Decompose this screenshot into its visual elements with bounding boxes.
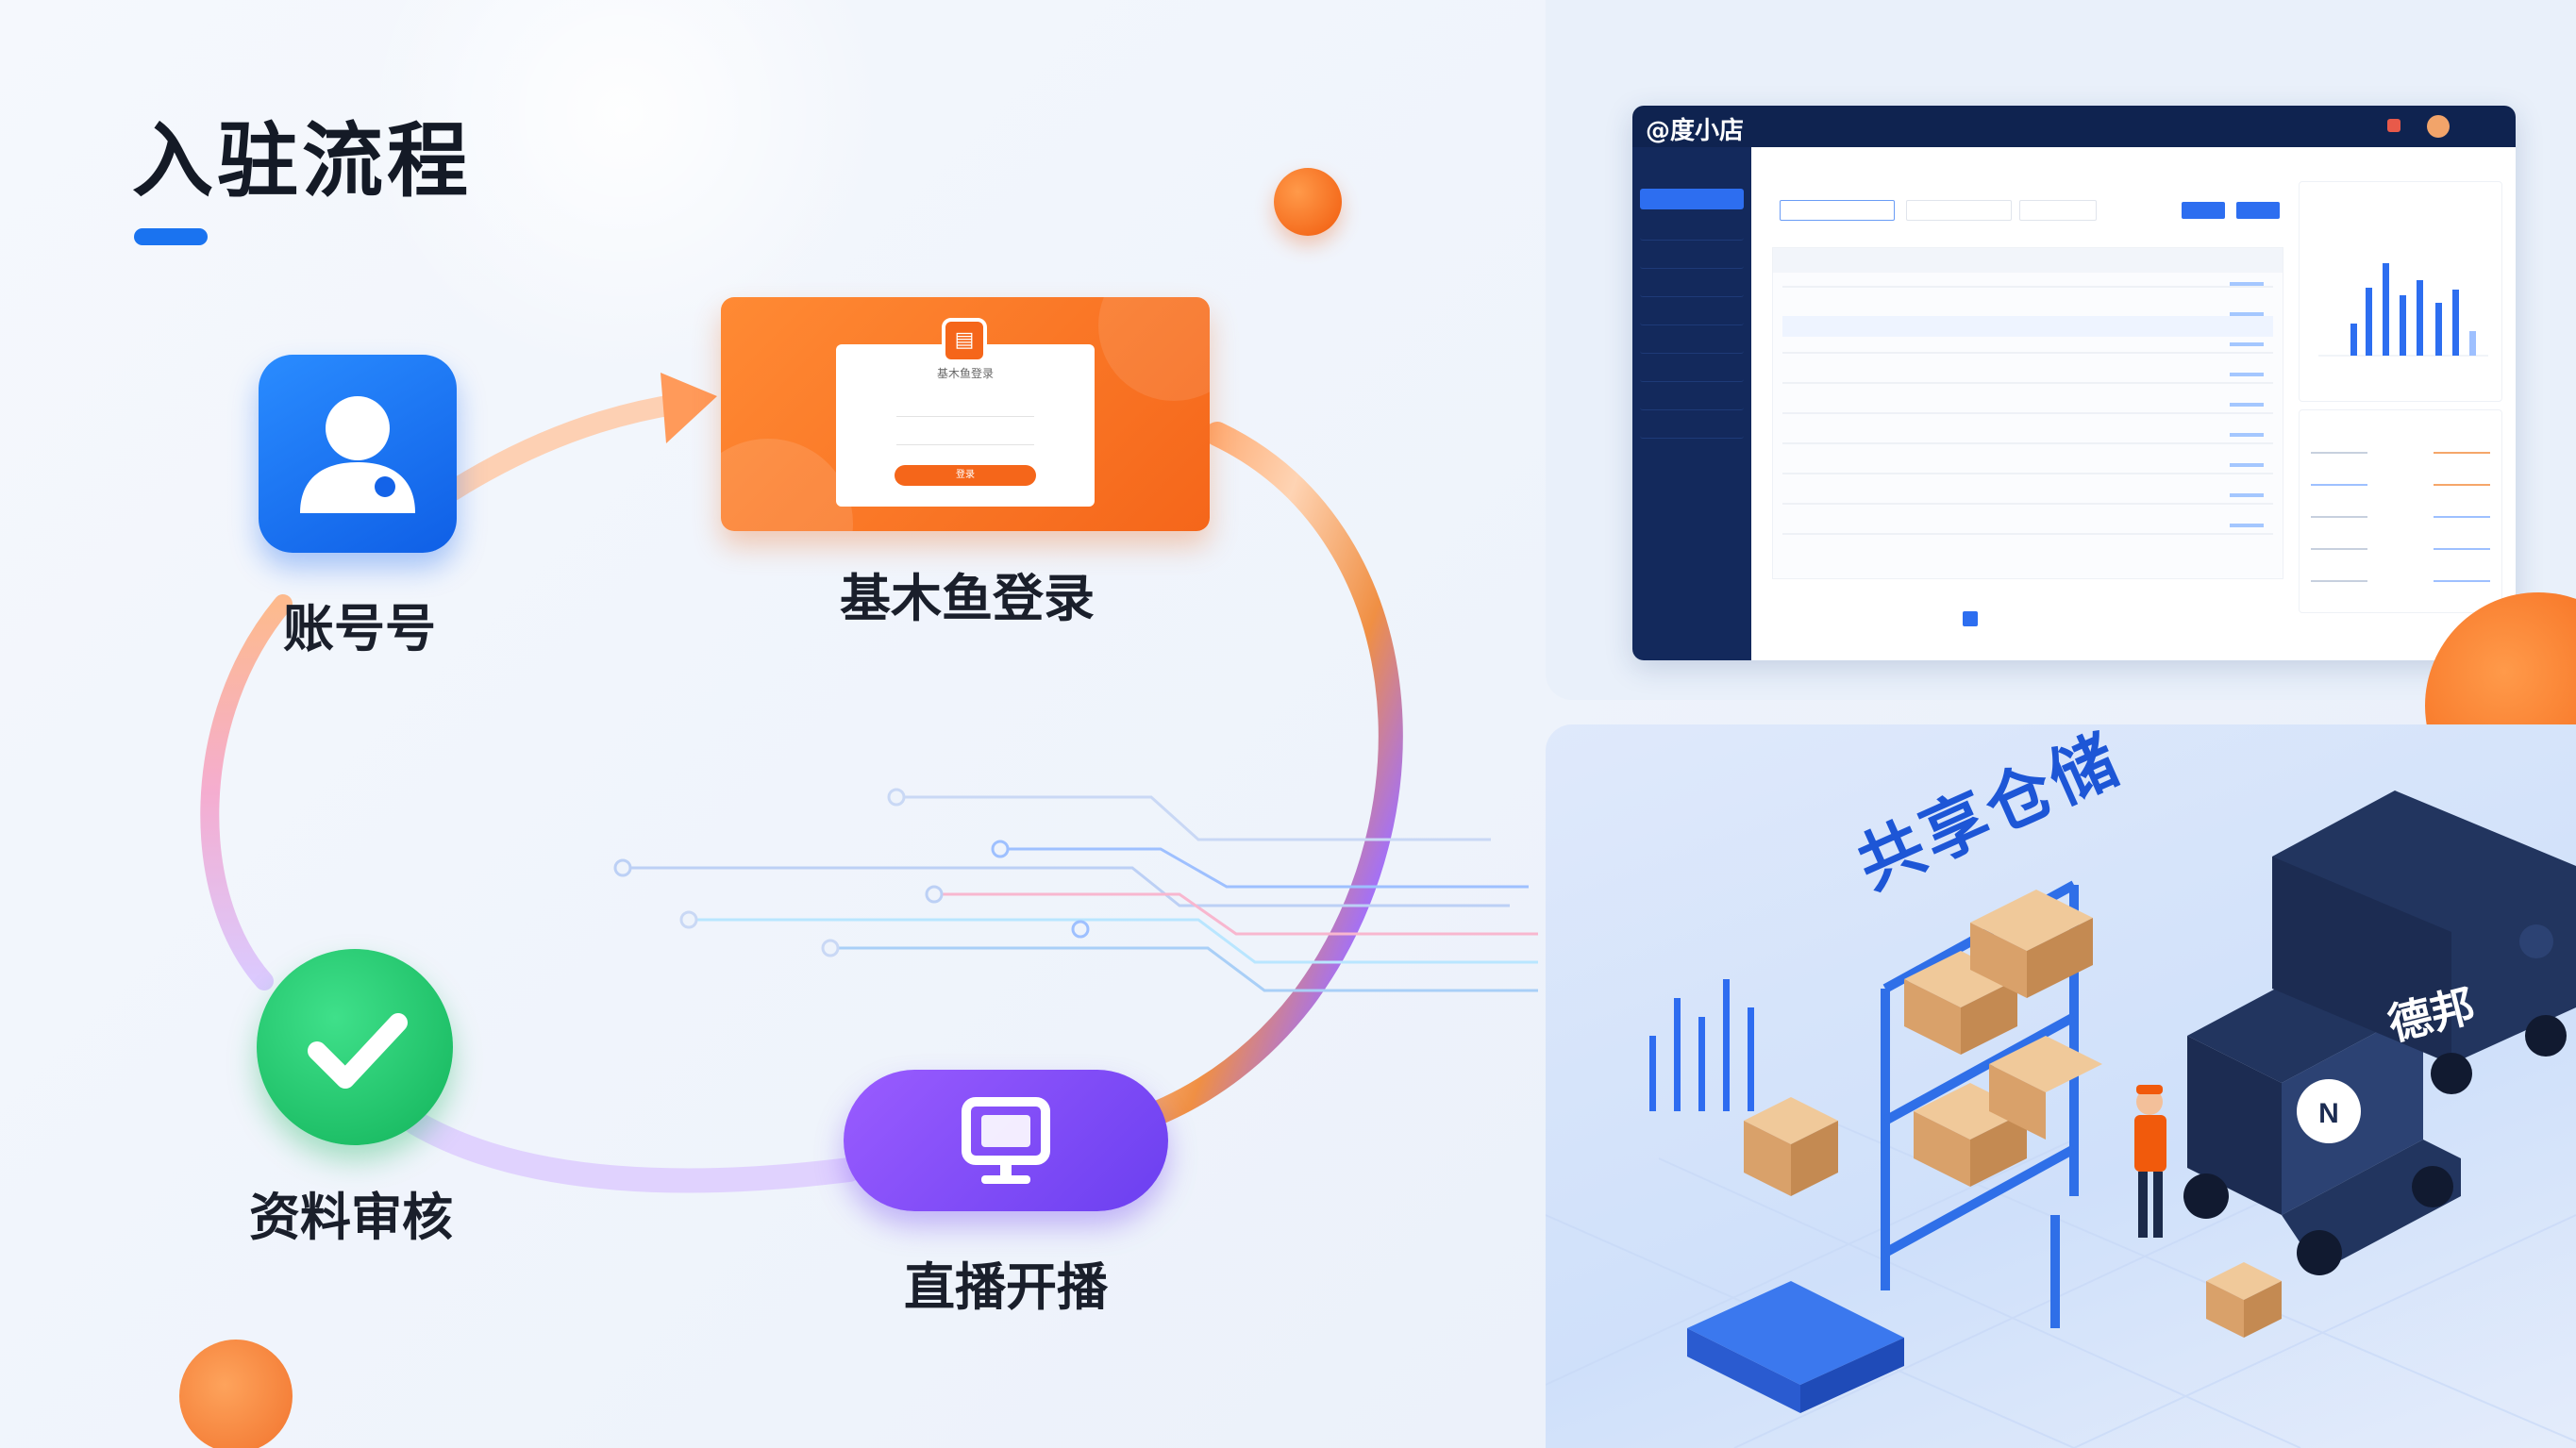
ring-arc-bottom: [403, 1110, 861, 1193]
page-title: 入驻流程: [132, 114, 472, 208]
list-item[interactable]: [2311, 484, 2490, 486]
dashboard-search-input[interactable]: [1780, 200, 1895, 221]
review-step-tile[interactable]: [257, 949, 453, 1145]
login-password-field[interactable]: [896, 425, 1034, 445]
step-label-review: 资料审核: [249, 1188, 453, 1247]
login-card-decor: [721, 439, 853, 531]
monitor-icon: [962, 1097, 1050, 1184]
table-row[interactable]: [1782, 352, 2273, 354]
circuit-lines: [613, 788, 1538, 992]
login-submit-button[interactable]: 登录: [895, 465, 1036, 486]
login-window: 基木鱼登录 登录: [836, 344, 1095, 507]
dashboard-sidebar: [1632, 147, 1751, 660]
sidebar-item[interactable]: [1640, 304, 1744, 325]
dashboard-query-button[interactable]: [2182, 202, 2225, 219]
pagination[interactable]: [1963, 611, 1978, 626]
step-label-login: 基木鱼登录: [840, 569, 1095, 628]
sidebar-item[interactable]: [1640, 360, 1744, 382]
table-row[interactable]: [1782, 412, 2273, 414]
table-row[interactable]: [1782, 503, 2273, 505]
login-window-title: 基木鱼登录: [936, 367, 994, 380]
dashboard-filter-select-2[interactable]: [2019, 200, 2097, 221]
step-label-live: 直播开播: [904, 1257, 1108, 1317]
flow-ring: [200, 373, 1538, 1193]
dashboard-filter-select[interactable]: [1906, 200, 2012, 221]
table-row[interactable]: [1782, 316, 2273, 337]
title-underline: [134, 228, 208, 245]
svg-text:N: N: [2318, 1098, 2339, 1129]
ring-arc-left: [200, 594, 293, 990]
table-row[interactable]: [1782, 382, 2273, 384]
table-header: [1773, 248, 2283, 273]
list-item[interactable]: [2311, 452, 2490, 454]
dashboard-add-button[interactable]: [2236, 202, 2280, 219]
list-item[interactable]: [2311, 580, 2490, 582]
table-row[interactable]: [1782, 473, 2273, 474]
step-label-account: 账号号: [283, 599, 436, 658]
table-row[interactable]: [1782, 286, 2273, 288]
login-card-decor-2: [1098, 297, 1210, 401]
login-username-field[interactable]: [896, 397, 1034, 417]
sidebar-item[interactable]: [1640, 332, 1744, 354]
account-step-tile[interactable]: [259, 355, 457, 553]
sidebar-item[interactable]: [1640, 247, 1744, 269]
ring-arc-right: [1120, 422, 1403, 1135]
list-item[interactable]: [2311, 516, 2490, 518]
sidebar-item[interactable]: [1640, 389, 1744, 410]
list-item[interactable]: [2311, 548, 2490, 550]
warehouse-illustration: N: [1546, 791, 2576, 1448]
dashboard-header: @度小店: [1632, 106, 2516, 147]
check-icon: [308, 1013, 408, 1089]
sidebar-item[interactable]: [1640, 219, 1744, 241]
table-link-column: [2230, 282, 2264, 537]
sidebar-item-active[interactable]: [1640, 189, 1744, 209]
dashboard-notify-icon[interactable]: [2387, 119, 2400, 132]
dashboard-avatar[interactable]: [2427, 115, 2450, 138]
table-row[interactable]: [1782, 442, 2273, 444]
ring-arc-top: [443, 393, 690, 501]
dashboard-chart-card: [2299, 181, 2502, 402]
dashboard-brand: @度小店: [1646, 117, 1745, 145]
dashboard-screenshot: @度小店: [1632, 106, 2516, 660]
orange-dot-bottom: [179, 1340, 293, 1448]
sidebar-item[interactable]: [1640, 275, 1744, 297]
user-icon: [300, 396, 415, 513]
live-step-button[interactable]: [844, 1070, 1168, 1211]
dashboard-bar-chart: [2318, 263, 2488, 357]
dashboard-table: [1772, 247, 2283, 579]
sidebar-item[interactable]: [1640, 160, 1744, 181]
login-step-card[interactable]: 基木鱼登录 登录 ▤: [721, 297, 1210, 531]
login-window-icon: ▤: [942, 318, 987, 363]
table-row[interactable]: [1782, 533, 2273, 535]
dashboard-list-card: [2299, 409, 2502, 613]
sidebar-item[interactable]: [1640, 417, 1744, 439]
orange-dot-top: [1274, 168, 1342, 236]
ring-arrow: [661, 373, 717, 443]
